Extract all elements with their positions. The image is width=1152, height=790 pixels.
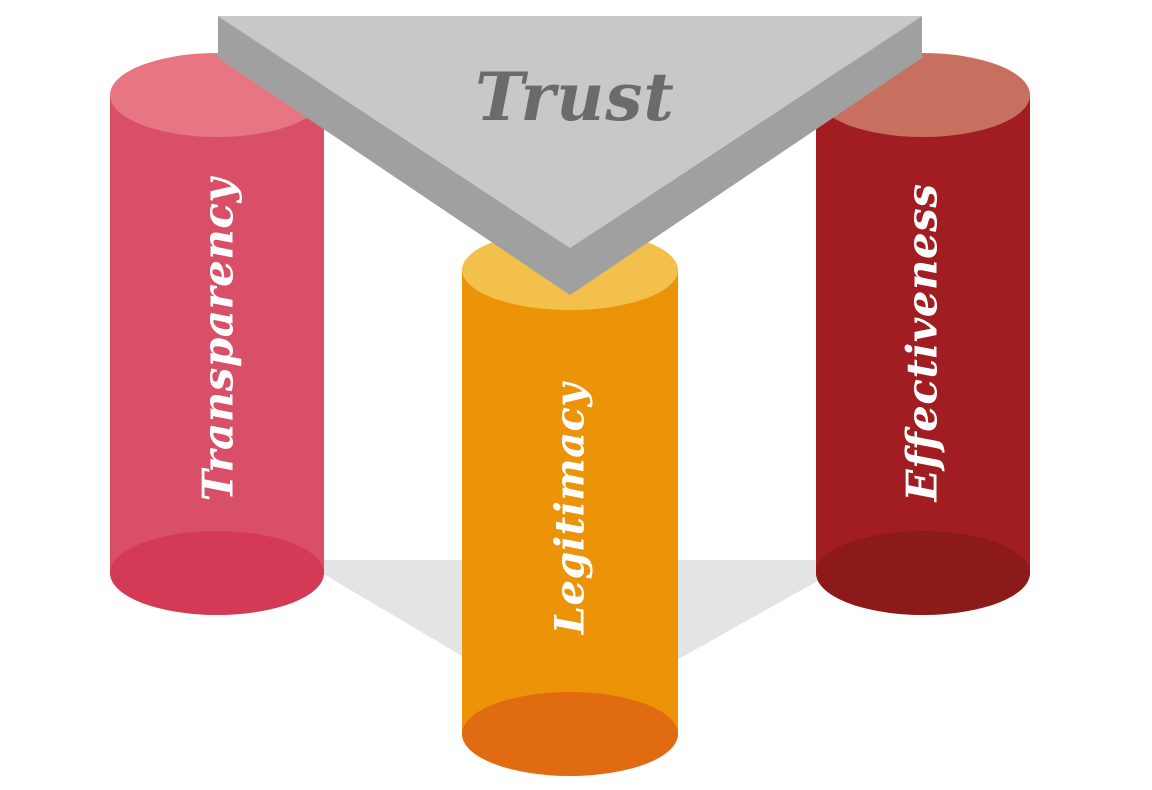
pillar-transparency <box>110 53 324 615</box>
pillar-legitimacy <box>462 230 678 776</box>
pillar-label-effectiveness: Effectiveness <box>897 183 947 502</box>
roof-face <box>218 16 922 248</box>
pillar-label-transparency: Transparency <box>193 177 243 502</box>
pillar-label-legitimacy: Legitimacy <box>546 382 594 635</box>
roof-trust <box>218 16 922 295</box>
roof-title: Trust <box>475 58 675 136</box>
